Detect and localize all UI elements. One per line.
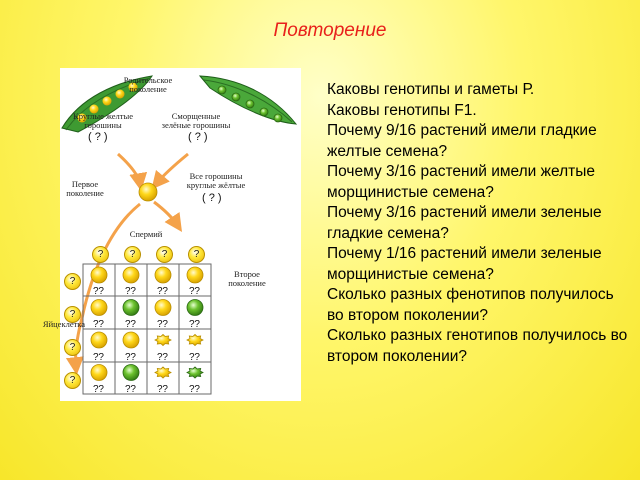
cell-genotype-r4c4: ?? (189, 384, 200, 395)
green-pea-icon (186, 299, 204, 316)
question-item: Сколько разных фенотипов получилось во в… (327, 286, 614, 324)
cell-genotype-r3c3: ?? (157, 352, 168, 363)
cell-genotype-r1c2: ?? (125, 286, 136, 297)
cell-genotype-r2c4: ?? (189, 319, 200, 330)
cell-genotype-r4c1: ?? (93, 384, 104, 395)
question-item: Сколько разных генотипов получилось во в… (327, 327, 628, 365)
wrinkled-yellow-pea-icon (154, 366, 172, 379)
question-item: Почему 9/16 растений имели гладкие желты… (327, 122, 597, 160)
yellow-pea-icon (122, 266, 140, 284)
egg-label: Яйцеклетка (42, 319, 86, 329)
questions-list: Каковы генотипы и гаметы Р. Каковы генот… (327, 80, 632, 367)
second-generation-label: Второе поколение (228, 269, 266, 288)
egg-gamete-1: ? (64, 273, 81, 290)
cell-genotype-r4c3: ?? (157, 384, 168, 395)
cell-genotype-r2c1: ?? (93, 319, 104, 330)
egg-gamete-3: ? (64, 339, 81, 356)
yellow-pea-icon (186, 266, 204, 284)
cell-genotype-r2c2: ?? (125, 319, 136, 330)
cell-genotype-r1c4: ?? (189, 286, 200, 297)
parent2-unknown: ( ? ) (188, 131, 208, 143)
wrinkled-green-pea-icon (186, 366, 204, 379)
yellow-pea-icon (154, 266, 172, 284)
question-item: Почему 1/16 растений имели зеленые морщи… (327, 245, 602, 283)
sperm-label: Спермий (129, 229, 163, 239)
sperm-gamete-1: ? (92, 246, 109, 263)
first-generation-label: Первое поколение (66, 179, 104, 198)
egg-gamete-4: ? (64, 372, 81, 389)
f1-unknown: ( ? ) (202, 192, 222, 204)
green-pea-pod-icon (198, 75, 298, 125)
cell-genotype-r4c2: ?? (125, 384, 136, 395)
question-item: Почему 3/16 растений имели зеленые гладк… (327, 204, 602, 242)
egg-gamete-2: ? (64, 306, 81, 323)
yellow-pea-icon (90, 266, 108, 284)
round-yellow-label: Круглые желтые горошины (73, 111, 133, 130)
sperm-gamete-4: ? (188, 246, 205, 263)
dihybrid-cross-diagram: Родительское поколение Круглые желтые го… (43, 68, 301, 401)
green-pea-icon (122, 364, 140, 381)
diagram-graphics (61, 75, 298, 395)
wrinkled-green-label: Сморщенные зелёные горошины (161, 111, 231, 130)
green-pea-icon (122, 299, 140, 316)
cell-genotype-r2c3: ?? (157, 319, 168, 330)
cell-genotype-r1c1: ?? (93, 286, 104, 297)
sperm-gamete-3: ? (156, 246, 173, 263)
f1-pea-icon (138, 182, 158, 202)
yellow-pea-icon (90, 299, 108, 316)
parent-generation-label: Родительское поколение (123, 75, 173, 94)
first-generation-desc: Все горошины круглые жёлтые (186, 171, 246, 190)
yellow-pea-pod-icon (61, 75, 154, 133)
yellow-pea-icon (122, 331, 140, 349)
cell-genotype-r3c2: ?? (125, 352, 136, 363)
question-item: Каковы генотипы F1. (327, 101, 477, 119)
question-item: Почему 3/16 растений имели желтые морщин… (327, 163, 596, 201)
sperm-gamete-2: ? (124, 246, 141, 263)
cell-genotype-r3c4: ?? (189, 352, 200, 363)
punnett-grid (82, 263, 212, 395)
yellow-pea-icon (90, 331, 108, 349)
cell-genotype-r1c3: ?? (157, 286, 168, 297)
wrinkled-yellow-pea-icon (154, 333, 172, 347)
yellow-pea-icon (154, 299, 172, 316)
cell-genotype-r3c1: ?? (93, 352, 104, 363)
yellow-pea-icon (90, 364, 108, 381)
slide-title: Повторение (273, 20, 387, 41)
parent1-unknown: ( ? ) (88, 131, 108, 143)
question-item: Каковы генотипы и гаметы Р. (327, 81, 535, 98)
wrinkled-yellow-pea-icon (186, 333, 204, 347)
